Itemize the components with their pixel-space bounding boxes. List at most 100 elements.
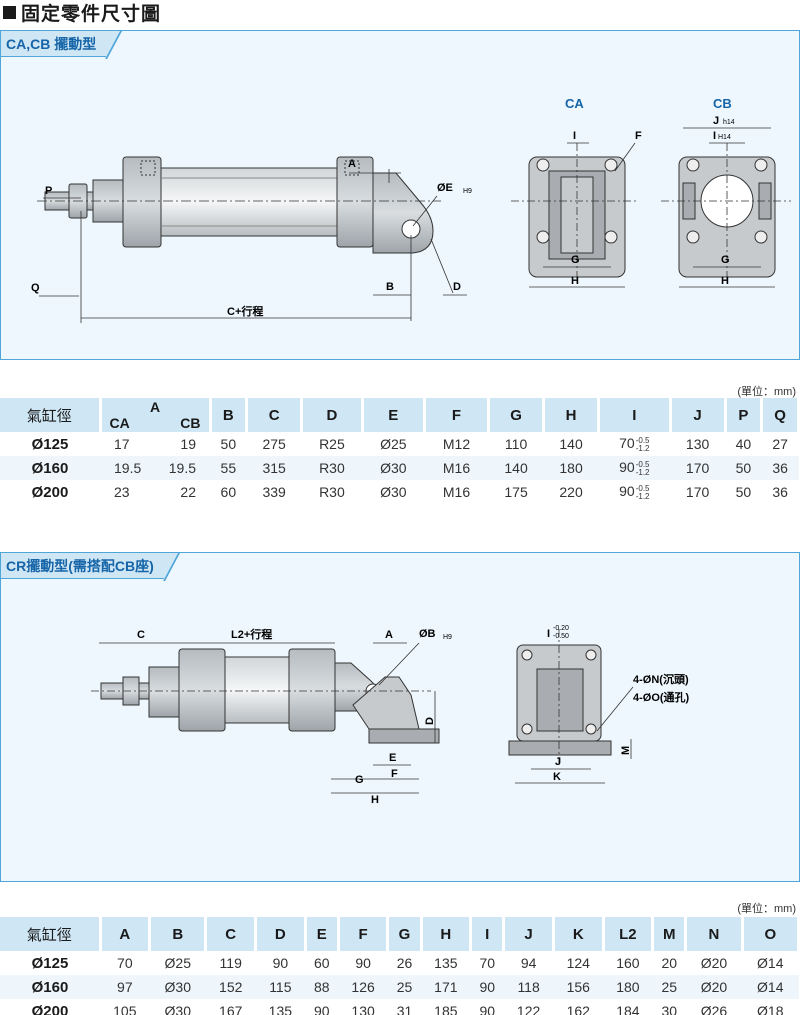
b-cell: 55 [210,456,247,480]
cr-tab-label: CR擺動型(需搭配CB座) [6,557,154,574]
j-cell: 170 [670,456,726,480]
table1-unit: (單位：mm) [737,386,796,398]
svg-text:I: I [573,130,576,142]
b-cell: Ø25 [164,955,191,971]
i-cell: 90-0.5-1.2 [619,483,650,501]
cr-drawing-panel: CR擺動型(需搭配CB座) C L2+行程 A ØB H9 [0,552,800,882]
h-cell: 140 [559,436,583,452]
m-cell: 25 [652,975,686,999]
d-cell: R25 [319,436,345,452]
col-b: B [149,917,208,951]
col-f: F [338,917,390,951]
c-cell: 167 [219,1003,243,1015]
bore-cell: Ø200 [31,1002,69,1015]
n-cell: Ø20 [700,955,728,971]
a-cell: 70 [117,955,133,971]
col-p: P [725,398,764,432]
d-cell: R30 [301,456,363,480]
col-g: G [387,917,423,951]
ca-cb-side-view-drawing: A P Q ØE H9 B D C+行程 [31,156,472,323]
f-cell: 126 [338,975,388,999]
col-j: J [503,917,555,951]
j-cell: 94 [520,955,537,971]
e-cell: 90 [313,1003,330,1015]
col-g: G [488,398,546,432]
bore-cell: Ø160 [0,975,100,999]
bore-cell: Ø125 [31,435,69,453]
f-cell: M16 [442,484,471,500]
svg-text:F: F [391,768,398,780]
o-cell: Ø14 [742,975,799,999]
svg-text:B: B [386,281,394,293]
h-cell: 180 [543,456,599,480]
f-cell: 90 [355,955,371,971]
cb-front-view-drawing: CB J h14 I H14 G H [661,96,791,288]
i-cell: 70 [479,955,496,971]
svg-text:G: G [721,254,730,266]
page-title-text: 固定零件尺寸圖 [21,3,162,25]
f-cell: M16 [424,456,489,480]
col-o: O [742,917,800,951]
svg-text:ØE: ØE [437,182,453,194]
page-title: 固定零件尺寸圖 [0,0,162,25]
h-cell: 220 [559,484,583,500]
svg-text:M: M [620,746,632,755]
col-h: H [543,398,601,432]
j-cell: 170 [685,484,710,500]
col-j: J [670,398,727,432]
svg-text:4-ØO(通孔): 4-ØO(通孔) [633,691,690,704]
l2-cell: 180 [603,975,653,999]
col-bore: 氣缸徑 [0,398,102,432]
col-l2: L2 [603,917,655,951]
svg-text:-0.20: -0.20 [553,625,569,632]
svg-text:D: D [453,281,461,293]
g-cell: 31 [396,1003,413,1015]
svg-text:G: G [571,254,580,266]
svg-text:Q: Q [31,282,40,294]
i-cell: 90 [470,975,504,999]
e-cell: Ø30 [380,484,407,500]
g-cell: 110 [504,436,528,452]
e-cell: 60 [313,955,330,971]
c-cell: 339 [262,484,286,500]
j-cell: 118 [503,975,554,999]
cylinder-tube [160,167,338,237]
h-cell: 171 [421,975,471,999]
svg-text:P: P [45,185,52,197]
col-q: Q [761,398,800,432]
col-i: I [470,917,506,951]
svg-text:I: I [713,130,716,142]
d-cell: R30 [319,484,345,500]
b-cell: Ø30 [164,1003,191,1015]
svg-text:-0.50: -0.50 [553,633,569,640]
svg-text:A: A [348,158,356,170]
g-cell: 140 [488,456,544,480]
col-d: D [301,398,364,432]
svg-text:H14: H14 [718,134,731,141]
o-cell: Ø18 [757,1003,784,1015]
cr-tube [224,656,290,724]
svg-text:L2+行程: L2+行程 [231,627,272,641]
p-cell: 50 [725,456,762,480]
h-cell: 185 [434,1003,458,1015]
k-cell: 156 [553,975,604,999]
a-cell: 105 [113,1003,137,1015]
svg-text:I: I [547,628,550,640]
n-cell: Ø20 [685,975,743,999]
col-d: D [255,917,307,951]
svg-text:C+行程: C+行程 [227,304,263,318]
cr-side-view-drawing: C L2+行程 A ØB H9 D E F G H [91,627,452,806]
f-cell: M12 [442,436,471,452]
ca-front-view-drawing: CA I F G H [511,96,642,288]
svg-text:E: E [389,752,396,764]
a-cell: 97 [100,975,150,999]
svg-text:H: H [571,275,579,287]
svg-text:F: F [635,130,642,142]
col-n: N [685,917,744,951]
svg-text:4-ØN(沉頭): 4-ØN(沉頭) [633,672,689,686]
